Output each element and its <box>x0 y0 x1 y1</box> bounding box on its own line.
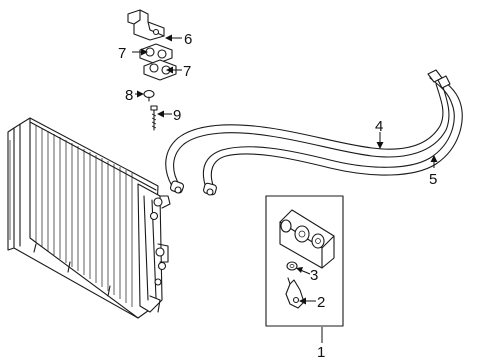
callout-7-left: 7 <box>118 45 148 62</box>
bolt <box>143 89 155 102</box>
svg-text:3: 3 <box>310 267 318 284</box>
line-clamp-upper <box>139 43 173 65</box>
callout-6: 6 <box>165 31 192 48</box>
callout-3: 3 <box>296 267 318 284</box>
outlet-hose <box>202 69 463 196</box>
bracket <box>285 277 305 309</box>
callout-4: 4 <box>375 118 384 149</box>
svg-text:5: 5 <box>429 171 437 188</box>
stud <box>150 105 158 131</box>
callout-9: 9 <box>157 107 181 124</box>
radiator <box>7 117 171 319</box>
svg-text:6: 6 <box>184 31 192 48</box>
oil-cooler-ports <box>280 219 325 249</box>
mounting-clip <box>127 9 165 41</box>
svg-text:7: 7 <box>183 63 191 80</box>
callout-2: 2 <box>299 294 325 311</box>
svg-text:4: 4 <box>375 118 383 135</box>
callout-8: 8 <box>125 87 144 104</box>
oil-cooler-box <box>265 195 344 327</box>
svg-text:7: 7 <box>118 45 126 62</box>
callout-7-right: 7 <box>166 63 191 80</box>
seal <box>286 261 298 271</box>
radiator-fins <box>35 125 133 307</box>
inlet-hose <box>165 83 450 194</box>
callout-1: 1 <box>317 327 325 360</box>
svg-text:2: 2 <box>317 294 325 311</box>
svg-text:1: 1 <box>317 344 325 360</box>
svg-text:8: 8 <box>125 87 133 104</box>
svg-text:9: 9 <box>173 107 181 124</box>
callout-5: 5 <box>429 155 438 188</box>
